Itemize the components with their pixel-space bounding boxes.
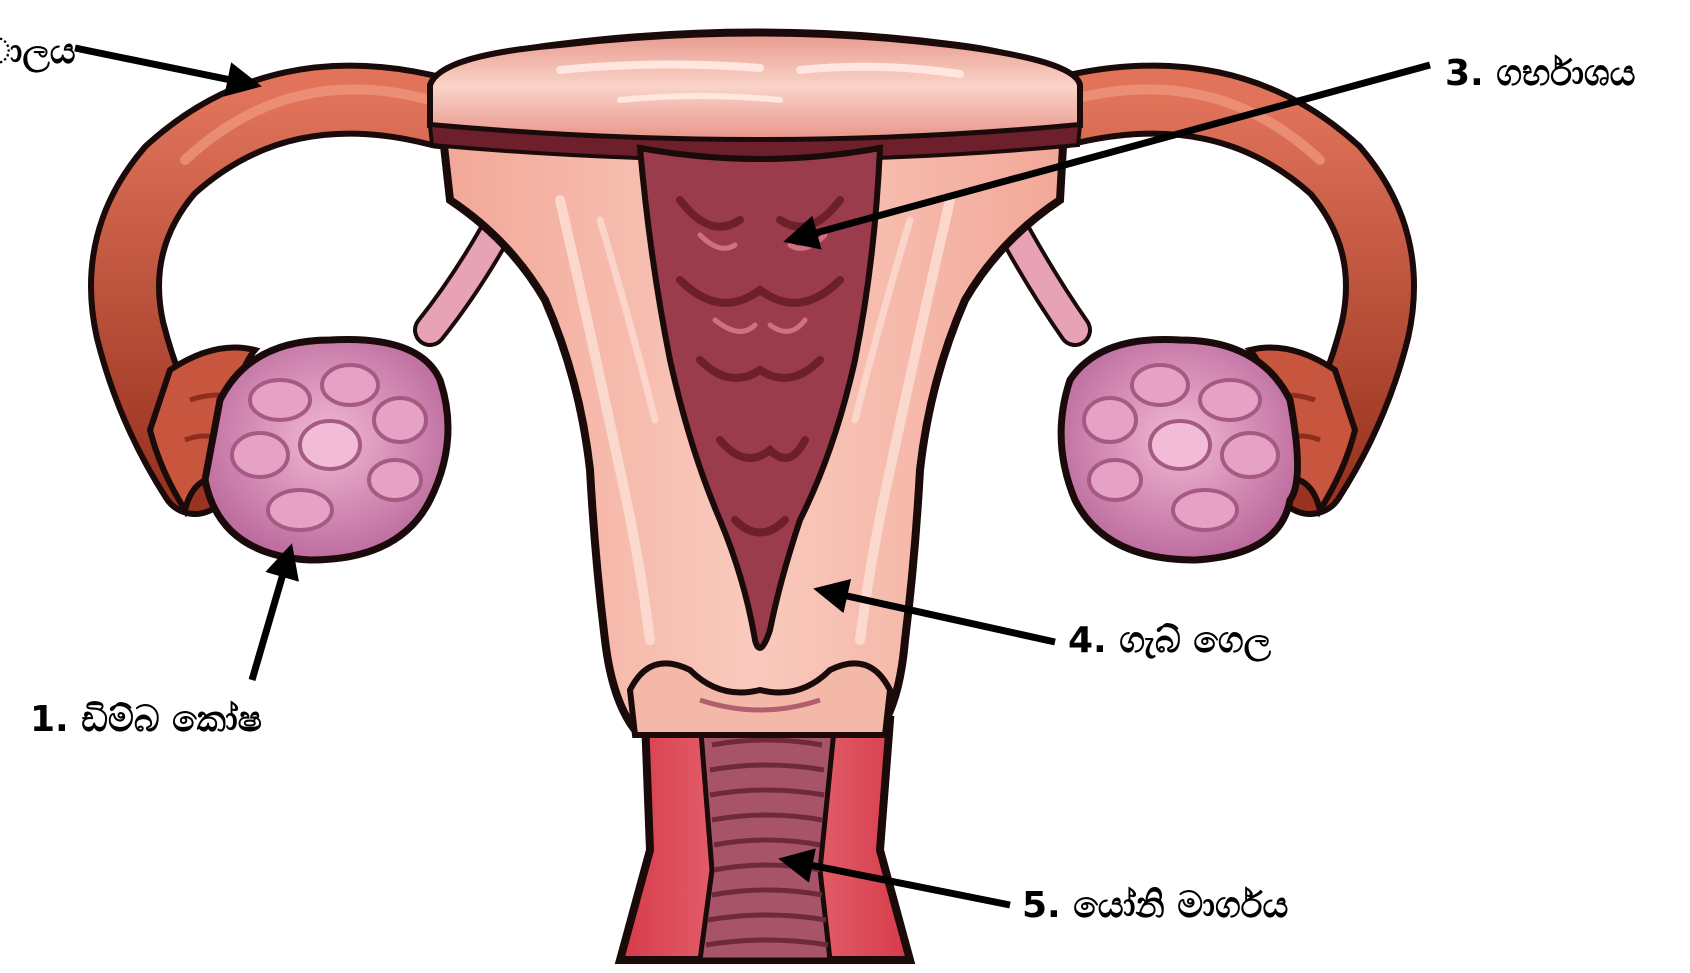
left-ovary [205,340,448,561]
label-uterus: 3. ගර්භාශය [1445,56,1636,92]
vagina [620,720,910,960]
right-ovary [1061,340,1297,561]
arrow-fallopian-tube [75,48,255,85]
label-fallopian-tube: ාලය [0,34,76,70]
label-ovary: 1. ඩිම්බ කෝෂ [30,702,262,738]
label-vagina: 5. යෝනි මාර්ගය [1022,888,1288,924]
label-cervix: 4. ගැබ් ගෙල [1068,623,1271,659]
arrow-ovary [252,550,290,680]
